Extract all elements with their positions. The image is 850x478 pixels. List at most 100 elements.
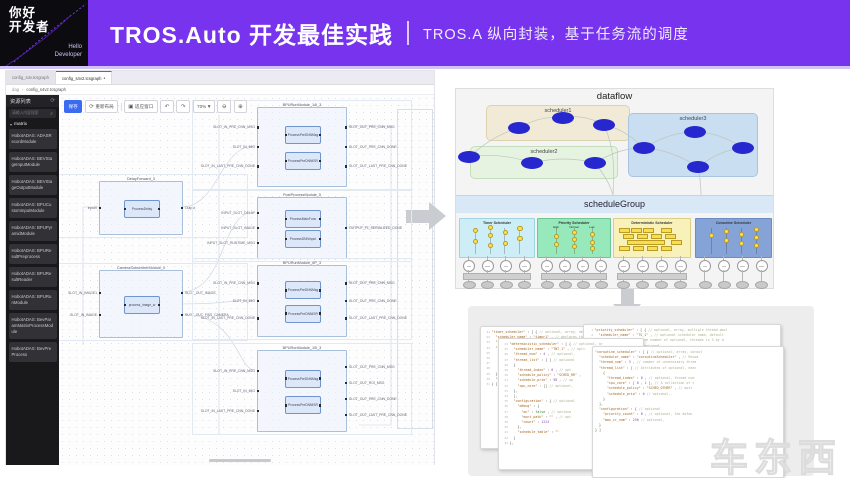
graph-canvas[interactable]: 保存 ⟳ 重新布局 ▣ 适应窗口 ↶ ↷ [59,95,434,465]
process-node[interactable]: ProcessDelay [123,200,161,218]
editor-tab[interactable]: config_s4v2.tcsgraph● [55,71,113,84]
process-node[interactable]: ProcessMainFunc [284,210,322,228]
unsaved-dot: ● [103,76,106,80]
task-node [593,119,615,131]
relayout-button[interactable]: ⟳ 重新布局 [84,100,119,113]
input-port[interactable] [98,206,101,210]
output-port-label: Output [185,205,196,210]
process-node[interactable]: ProcessPreDNNMsg [284,126,322,144]
module-item[interactable]: HobotADAS: BEVStageInputModule [8,152,57,172]
task-dot [590,232,596,238]
output-port-label: SLOT_OUT_PRE_CNN_MSG [349,125,395,130]
node-group-label: BPURunModule_10l_3 [282,345,322,350]
process-node[interactable]: ProcessPreDNNISR [284,152,322,170]
output-port[interactable] [344,381,348,385]
relayout-icon: ⟳ [89,103,94,110]
zoom-out-button[interactable]: ⊖ [217,100,232,113]
cpu-core-ellipse [698,281,712,289]
input-port[interactable] [256,409,259,413]
output-port[interactable] [180,206,184,210]
logo-text-cn: 你好 开发者 [9,6,50,34]
output-port[interactable] [344,299,348,303]
output-port[interactable] [344,226,348,230]
input-port[interactable] [256,317,259,320]
input-port[interactable] [98,291,101,295]
output-port[interactable] [344,126,348,129]
fit-window-button[interactable]: ▣ 适应窗口 [123,100,158,113]
module-item[interactable]: HobotADAS: ADASRecordModule [8,129,57,149]
breadcrumb-root[interactable]: dag [12,87,19,92]
search-input[interactable]: 请输入内容搜索 ⌕ [9,109,56,118]
cpu-core-ellipse [594,281,608,289]
thread-circle [577,260,589,272]
task-block [665,234,676,240]
undo-button[interactable]: ↶ [160,100,174,113]
module-item[interactable]: HobotADAS: BevParamMatrixProcessModule [8,313,57,339]
thread-circle [617,260,630,272]
task-dot [709,233,715,239]
redo-button[interactable]: ↷ [176,100,191,113]
thread-circle [755,260,768,272]
output-port-label: SLOT_OUT_ROI_MSG [349,380,385,385]
module-item[interactable]: HobotADAS: BPUCustomInputModule [8,198,57,218]
input-port[interactable] [256,226,259,230]
module-item[interactable]: HobotADAS: BPUPyramidModule [8,221,57,241]
canvas-scrollbar[interactable] [209,458,271,462]
input-port[interactable] [256,126,259,129]
node-group-label: BPURunModule_14l_3 [282,102,322,107]
output-port[interactable] [180,291,184,295]
output-port[interactable] [344,282,348,285]
editor-tab[interactable]: config_s4v.tcsgraph [6,71,56,84]
process-node[interactable]: ProcessPreDNNMsg [284,369,322,388]
tree-node-matrix[interactable]: ▾ matrix [6,120,59,129]
input-port-label: SLOT_IN_IMAGE [70,312,97,317]
input-port[interactable] [98,313,101,317]
input-port[interactable] [256,369,259,373]
output-port[interactable] [344,317,348,320]
output-port[interactable] [344,397,348,401]
input-port[interactable] [256,211,259,215]
zoom-in-button[interactable]: ⊕ [233,100,248,113]
refresh-icon[interactable]: ⟳ [50,98,55,104]
module-item[interactable]: HobotADAS: BevPreProcess [8,342,57,362]
dataflow-edges [468,116,744,196]
input-port-label: INPUT_SLOT_DELAY [221,210,255,215]
canvas-toolbar: 保存 ⟳ 重新布局 ▣ 适应窗口 ↶ ↷ [64,100,248,113]
module-item[interactable]: HobotADAS: BPURunModule [8,290,57,310]
process-node[interactable]: ProcessPreDNNISR [284,304,322,323]
input-port[interactable] [256,165,259,168]
output-port[interactable] [344,365,348,369]
cpu-core-ellipse [674,281,687,289]
input-port-label: SLOT_IN_IMAGE1 [68,290,97,295]
input-port[interactable] [256,299,259,303]
input-port[interactable] [256,389,259,393]
input-port[interactable] [256,145,259,149]
process-node[interactable]: process_image_w [123,296,161,314]
module-item[interactable]: HobotADAS: BEVStageOutputModule [8,175,57,195]
page-subtitle: TROS.A 纵向封装，基于任务流的调度 [423,26,689,43]
thread-circle [500,260,513,272]
module-item[interactable]: HobotADAS: BPUResultPreprocess [8,244,57,264]
output-port[interactable] [344,145,348,149]
task-dot [754,235,760,241]
save-button[interactable]: 保存 [64,100,83,113]
output-port[interactable] [344,413,348,417]
process-node[interactable]: ProcessDNNInput [284,230,322,248]
module-item[interactable]: HobotADAS: BPUResultReader [8,267,57,287]
zoom-level-dropdown[interactable]: 70% ▾ [192,100,215,113]
task-dot [517,236,523,242]
process-node[interactable]: ProcessPreDNNISR [284,396,322,415]
input-port[interactable] [256,282,259,285]
output-port[interactable] [180,313,184,317]
output-port[interactable] [344,165,348,168]
cpu-core-ellipse [462,281,476,289]
input-port[interactable] [256,241,259,245]
process-node[interactable]: ProcessPreDNNMsg [284,281,322,300]
